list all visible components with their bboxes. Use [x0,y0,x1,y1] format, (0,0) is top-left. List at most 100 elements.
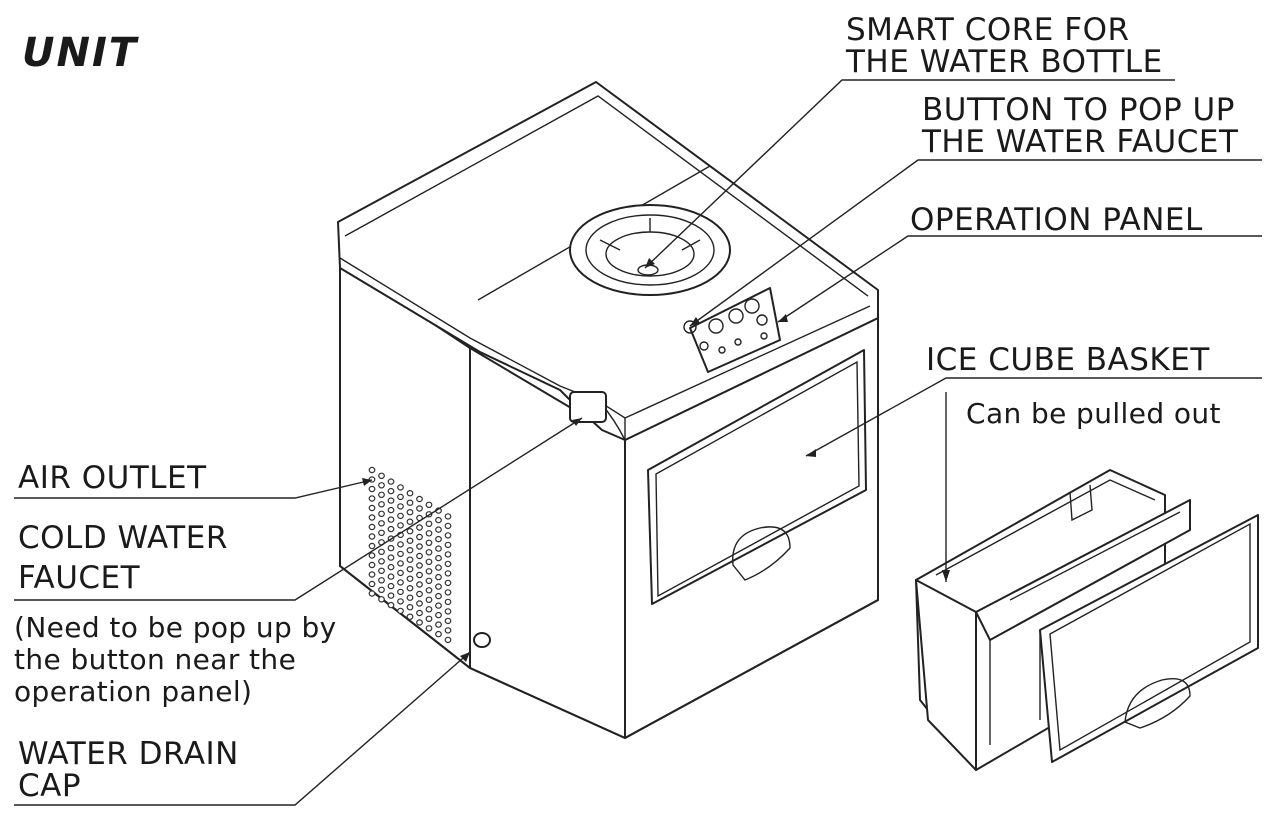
vent-hole [378,472,385,479]
vent-hole [425,549,433,556]
vent-hole [444,570,452,577]
vent-hole [387,601,395,609]
vent-hole [416,524,423,531]
label-cold-water-note-line1: (Need to be pop up by [14,611,337,644]
vent-hole [435,554,442,562]
vent-hole [387,582,395,590]
vent-hole [444,551,452,558]
label-smart-core-line1: SMART CORE FOR [846,12,1130,48]
vent-hole [435,573,442,581]
leader-cold-water [14,417,583,601]
vent-hole [387,516,395,523]
vent-hole [435,564,442,571]
label-drain-cap-line2: CAP [18,768,82,804]
vent-hole [416,495,423,503]
vent-hole [387,497,395,504]
vent-hole [378,529,385,537]
vent-hole [435,592,442,600]
vent-hole [387,554,395,561]
vent-hole [425,539,433,547]
vent-hole [425,615,433,623]
vent-hole [397,579,404,586]
vent-hole [435,583,442,590]
vent-hole [416,600,423,607]
vent-hole [368,542,376,550]
vent-hole [368,514,376,521]
diagram-heading: UNIT [22,30,139,76]
label-smart-core-line2: THE WATER BOTTLE [846,44,1163,80]
vent-hole [444,598,452,606]
vent-hole [387,592,395,599]
label-drain-cap-line1: WATER DRAIN [18,736,239,772]
vent-hole [444,636,452,644]
vent-hole [425,596,433,604]
vent-hole [416,562,423,569]
vent-hole [368,495,376,502]
vent-hole [435,535,442,543]
faucet-outlet [569,391,607,423]
leader-lines [14,79,1262,806]
vent-hole [425,577,433,585]
vent-hole [397,512,404,520]
label-cold-water-note-line3: operation panel) [14,675,253,708]
vent-hole [378,577,385,584]
label-pop-button-line2: THE WATER FAUCET [922,124,1239,160]
vent-hole [378,510,385,517]
vent-hole [387,525,395,533]
vent-hole [406,528,414,535]
vent-hole [406,585,414,592]
vent-hole [378,501,385,508]
vent-hole [444,532,452,539]
vent-hole [444,579,452,587]
label-air-outlet: AIR OUTLET [18,460,207,496]
vent-hole [387,478,395,485]
vent-hole [435,621,442,628]
leader-pop-button [689,159,1262,327]
vent-hole [435,611,442,619]
vent-hole [397,598,404,605]
leader-ice-basket [805,377,1262,457]
vent-hole [397,503,404,510]
label-ice-basket: ICE CUBE BASKET [926,342,1210,378]
vent-hole [406,509,414,516]
vent-hole [368,466,376,474]
vent-hole [378,596,385,603]
vent-hole [397,588,404,596]
label-cold-water-note-line2: the button near the [14,643,297,676]
vent-hole [416,609,423,617]
vent-hole [425,625,433,632]
vent-hole [368,590,376,597]
label-ice-basket-note: Can be pulled out [966,397,1221,430]
vent-hole [387,487,395,495]
vent-hole [406,518,414,525]
vent-hole [387,544,395,552]
vent-hole [368,580,376,588]
vent-hole [416,543,423,550]
vent-hole [425,520,433,528]
vent-hole [425,530,433,537]
vent-hole [416,552,423,560]
vent-hole [406,547,414,554]
vent-hole [444,589,452,596]
vent-hole [397,484,404,491]
vent-hole [444,608,452,615]
vent-hole [416,581,423,588]
operation-panel-graphic [683,287,781,373]
vent-hole [444,560,452,568]
vent-hole [387,506,395,514]
air-outlet-vent [368,466,452,644]
vent-hole [368,504,376,512]
vent-hole [397,541,404,548]
basket-front-panel [1039,514,1259,763]
vent-hole [425,568,433,575]
vent-hole [406,604,414,611]
vent-hole [416,619,423,626]
vent-hole [378,482,385,489]
vent-hole [368,523,376,531]
vent-hole [416,590,423,598]
vent-hole [416,533,423,541]
leader-operation-panel [777,235,1262,323]
label-cold-water-line2: FAUCET [18,560,141,596]
